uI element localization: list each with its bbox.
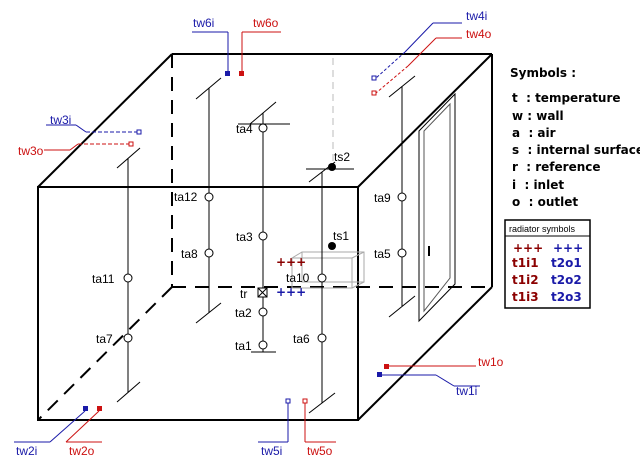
legend-item: o : outlet — [512, 195, 578, 209]
tw4o-marker — [371, 90, 377, 96]
label-tw6i: tw6i — [193, 16, 214, 30]
sensor-ts2 — [328, 163, 336, 171]
sensor-ta1 — [258, 340, 268, 350]
surface-sensors — [328, 163, 336, 250]
label-ta3: ta3 — [236, 230, 253, 244]
label-ta10: ta10 — [286, 271, 310, 285]
symbols-legend: Symbols : t : temperature w : wall a : a… — [510, 66, 640, 209]
label-tr: tr — [240, 287, 247, 301]
sensor-ta2 — [258, 307, 268, 317]
radiator-outlet-marker: +++ — [276, 255, 306, 269]
sensor-ts1 — [328, 242, 336, 250]
label-tw5i: tw5i — [261, 444, 282, 458]
label-ts2: ts2 — [334, 150, 350, 164]
radiator-col2-head: +++ — [553, 241, 583, 255]
legend-item: s : internal surface — [512, 143, 640, 157]
wall-sensors — [14, 22, 480, 443]
radiator-t1i1: t1i1 — [512, 256, 539, 270]
tw6o-marker — [239, 71, 244, 76]
label-tw3i: tw3i — [50, 113, 71, 127]
label-tw4i: tw4i — [466, 9, 487, 23]
tw1o-marker — [384, 364, 389, 369]
sensor-ta12 — [204, 192, 214, 202]
sensor-points — [123, 123, 407, 350]
radiator-col1-head: +++ — [513, 241, 543, 255]
sensor-ta10 — [317, 273, 327, 283]
legend-item: w : wall — [512, 109, 564, 123]
label-tw4o: tw4o — [466, 27, 492, 41]
reference-sensor — [257, 287, 268, 298]
tw4i-marker — [371, 75, 377, 81]
label-tw1i: tw1i — [456, 384, 477, 398]
sensor-ta3 — [258, 231, 268, 241]
tw2o-marker — [97, 406, 102, 411]
sensor-ta9 — [397, 192, 407, 202]
legend-item: t : temperature — [512, 91, 621, 105]
label-ta12: ta12 — [174, 190, 198, 204]
radiator-symbols-box: radiator symbols +++ +++ t1i1 t1i2 t1i3 … — [504, 219, 591, 309]
tw3i-marker — [136, 129, 142, 135]
door — [418, 92, 456, 323]
label-tw5o: tw5o — [307, 444, 333, 458]
legend-title: Symbols : — [510, 66, 576, 80]
sensor-ta7 — [123, 333, 133, 343]
tw5o-marker — [302, 398, 308, 404]
sensor-ta8 — [204, 248, 214, 258]
legend-item: i : inlet — [512, 178, 564, 192]
room-box — [37, 53, 493, 421]
label-ts1: ts1 — [333, 229, 349, 243]
label-tw2o: tw2o — [69, 444, 95, 458]
sensor-labels: ta1 ta2 ta3 ta4 ta5 ta6 ta7 ta8 ta9 ta10… — [92, 122, 391, 353]
sensor-ta4 — [258, 123, 268, 133]
radiator-t1i3: t1i3 — [512, 290, 539, 304]
sensor-ta5 — [397, 248, 407, 258]
front-face — [37, 186, 359, 421]
legend-item: a : air — [512, 126, 556, 140]
tw6i-marker — [225, 71, 230, 76]
label-ta4: ta4 — [236, 122, 253, 136]
label-tw2i: tw2i — [16, 444, 37, 458]
radiator-t2o3: t2o3 — [551, 290, 582, 304]
sensor-ta6 — [317, 333, 327, 343]
label-ta7: ta7 — [96, 332, 113, 346]
tw5i-marker — [285, 398, 291, 404]
label-tw3o: tw3o — [18, 144, 44, 158]
hidden-edge-floor-left — [37, 286, 173, 421]
radiator-t2o1: t2o1 — [551, 256, 582, 270]
label-tw1o: tw1o — [478, 355, 504, 369]
label-ta2: ta2 — [235, 306, 252, 320]
label-ta5: ta5 — [374, 247, 391, 261]
label-tw6o: tw6o — [253, 16, 279, 30]
label-ta9: ta9 — [374, 191, 391, 205]
sensor-ta11 — [123, 273, 133, 283]
label-ta1: ta1 — [235, 339, 252, 353]
radiator-t1i2: t1i2 — [512, 273, 539, 287]
tw3o-marker — [128, 141, 134, 147]
radiator-symbols-title: radiator symbols — [509, 224, 576, 234]
legend-item: r : reference — [512, 160, 601, 174]
radiator-t2o2: t2o2 — [551, 273, 582, 287]
radiator-inlet-marker: +++ — [276, 285, 306, 299]
label-ta6: ta6 — [293, 332, 310, 346]
tw1i-marker — [377, 372, 382, 377]
tw2i-marker — [83, 406, 88, 411]
wall-labels: tw6i tw6o tw4i tw4o tw3i tw3o tw1o tw1i … — [16, 9, 504, 458]
label-ta8: ta8 — [181, 247, 198, 261]
label-ta11: ta11 — [92, 272, 115, 286]
